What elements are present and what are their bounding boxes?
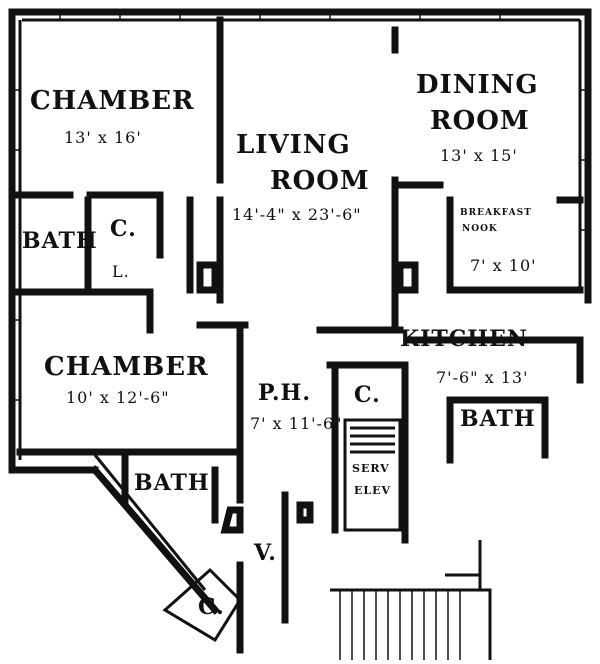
kitchen-dims: 7'-6" x 13' xyxy=(436,368,529,387)
breakfast-nook-dims: 7' x 10' xyxy=(470,256,537,275)
staircase xyxy=(330,540,492,660)
dining-room-dims: 13' x 15' xyxy=(440,146,518,165)
chamber-1-label: CHAMBER xyxy=(30,86,195,116)
bath-3-label: BATH xyxy=(134,470,210,496)
chamber-2-dims: 10' x 12'-6" xyxy=(66,388,170,407)
exterior-walls xyxy=(8,8,592,615)
linen-label: L. xyxy=(112,262,130,281)
breakfast-nook-label-2: NOOK xyxy=(462,224,498,234)
bath-1-label: BATH xyxy=(22,228,98,254)
living-room-label-1: LIVING xyxy=(236,130,351,160)
service-elevator-label-1: SERV xyxy=(352,462,390,475)
dining-room-label-1: DINING xyxy=(416,70,539,100)
breakfast-nook-label-1: BREAKFAST xyxy=(460,208,532,218)
window-marks xyxy=(12,12,588,401)
bath-2-label: BATH xyxy=(460,406,536,432)
kitchen-label: KITCHEN xyxy=(400,326,528,352)
living-room-dims: 14'-4" x 23'-6" xyxy=(232,205,362,224)
hall-label: P.H. xyxy=(258,380,312,406)
closet-2-label: C. xyxy=(354,382,381,408)
chamber-1-dims: 13' x 16' xyxy=(64,128,142,147)
service-elevator-label-2: ELEV xyxy=(354,484,392,497)
closet-1-label: C. xyxy=(110,216,137,242)
chamber-2-label: CHAMBER xyxy=(44,352,209,382)
hall-dims: 7' x 11'-6" xyxy=(250,414,343,433)
interior-walls xyxy=(8,16,584,654)
vestibule-label: V. xyxy=(254,540,277,566)
dining-room-label-2: ROOM xyxy=(430,106,530,136)
living-room-label-2: ROOM xyxy=(270,166,370,196)
closet-3-label: C. xyxy=(198,594,225,620)
